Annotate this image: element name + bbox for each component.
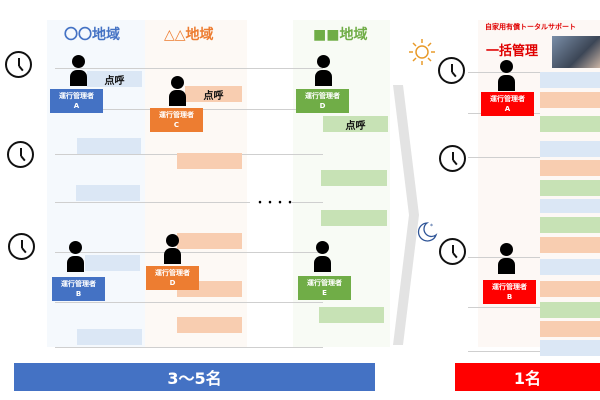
task-bar bbox=[540, 72, 600, 88]
task-bar bbox=[540, 302, 600, 318]
person-icon bbox=[72, 55, 85, 68]
time-line bbox=[292, 202, 323, 203]
time-line bbox=[468, 307, 540, 308]
central-title: 一括管理 bbox=[486, 44, 539, 59]
roll-call-bar: 点呼 bbox=[323, 116, 388, 132]
task-bar bbox=[540, 160, 600, 176]
time-line bbox=[55, 202, 250, 203]
time-line bbox=[55, 347, 323, 348]
task-bar bbox=[319, 307, 384, 323]
clock-icon bbox=[5, 51, 32, 78]
person-icon bbox=[69, 241, 82, 254]
time-line bbox=[468, 257, 540, 258]
person-icon bbox=[70, 70, 87, 86]
person-icon bbox=[498, 258, 515, 274]
sun-icon bbox=[409, 39, 435, 65]
person-icon bbox=[166, 234, 179, 247]
service-tagline: 自家用有償トータルサポート bbox=[485, 23, 576, 31]
task-bar bbox=[177, 153, 242, 169]
task-bar bbox=[85, 255, 140, 271]
clock-icon bbox=[7, 141, 34, 168]
region-header-green: ■■地域 bbox=[313, 27, 368, 43]
region-header-orange: △△地域 bbox=[164, 27, 214, 43]
region-column-orange bbox=[145, 20, 247, 347]
staff-count-before: 3〜5名 bbox=[14, 363, 375, 391]
clock-icon bbox=[439, 145, 466, 172]
task-bar bbox=[540, 321, 600, 337]
person-icon bbox=[500, 60, 513, 73]
person-icon bbox=[317, 55, 330, 68]
task-bar bbox=[77, 329, 142, 345]
task-bar bbox=[540, 237, 600, 253]
chevron-arrow-icon bbox=[393, 85, 419, 345]
task-bar bbox=[540, 259, 600, 275]
time-line bbox=[55, 68, 323, 69]
ellipsis: ・・・・ bbox=[255, 198, 295, 209]
time-line bbox=[468, 157, 540, 158]
clock-icon bbox=[8, 233, 35, 260]
task-bar bbox=[540, 116, 600, 132]
staff-count-after: 1名 bbox=[455, 363, 600, 391]
svg-text:*: * bbox=[430, 223, 433, 230]
task-bar bbox=[76, 185, 140, 201]
task-bar bbox=[540, 141, 600, 157]
time-line bbox=[55, 302, 323, 303]
roll-call-bar: 点呼 bbox=[185, 86, 242, 102]
roll-call-bar: 点呼 bbox=[87, 71, 142, 87]
person-icon bbox=[169, 90, 186, 106]
region-header-blue: 〇〇地域 bbox=[64, 27, 120, 43]
task-bar bbox=[540, 340, 600, 356]
task-bar bbox=[177, 233, 242, 249]
person-icon bbox=[171, 76, 184, 89]
person-icon bbox=[164, 248, 181, 264]
task-bar bbox=[77, 138, 141, 154]
time-line bbox=[55, 252, 323, 253]
person-icon bbox=[498, 75, 515, 91]
task-bar bbox=[540, 92, 600, 108]
person-icon bbox=[315, 70, 332, 86]
person-icon bbox=[314, 256, 331, 272]
task-bar bbox=[177, 317, 242, 333]
task-bar bbox=[321, 170, 387, 186]
task-bar bbox=[540, 199, 600, 213]
moon-icon: * bbox=[417, 222, 438, 242]
task-bar bbox=[540, 281, 600, 297]
task-bar bbox=[321, 210, 387, 226]
time-line bbox=[468, 351, 540, 352]
person-icon bbox=[67, 256, 84, 272]
person-icon bbox=[500, 243, 513, 256]
person-icon bbox=[316, 241, 329, 254]
task-bar bbox=[540, 180, 600, 196]
clock-icon bbox=[439, 238, 466, 265]
office-photo bbox=[552, 36, 600, 68]
clock-icon bbox=[438, 57, 465, 84]
task-bar bbox=[540, 217, 600, 233]
